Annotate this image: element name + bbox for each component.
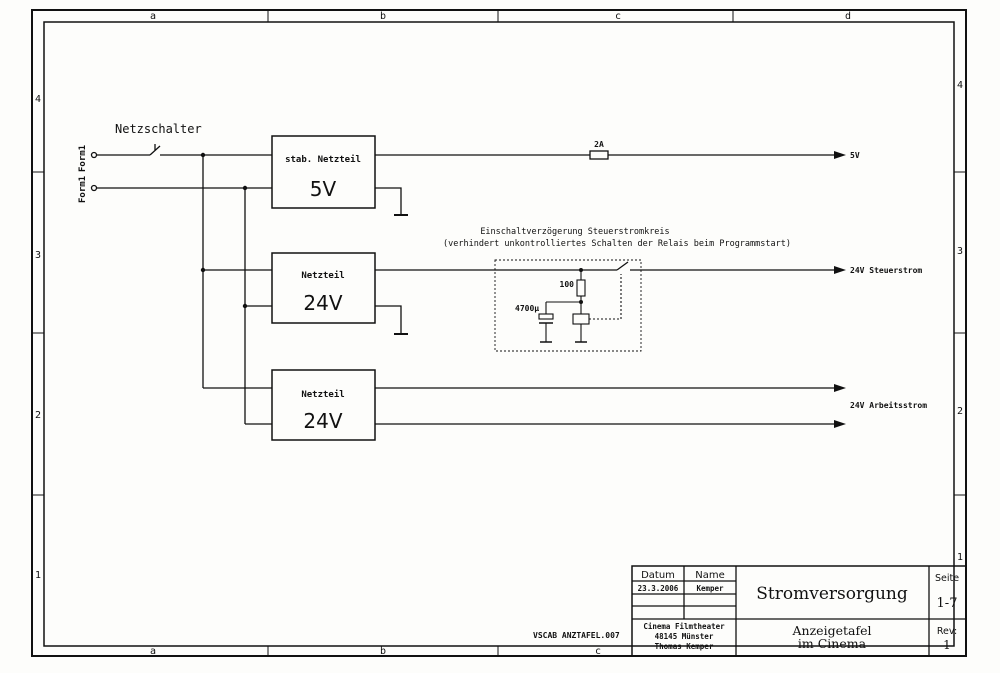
delay-circuit: [494, 259, 642, 352]
power-inputs: [90, 144, 272, 192]
supply-24v-b-voltage: 24V: [303, 409, 342, 433]
row-label-2: 2: [35, 410, 41, 421]
capacitor-symbol: [538, 313, 554, 320]
drawing-ref: VSCAB ANZTAFEL.007: [533, 631, 620, 640]
supply-5v-title: stab. Netzteil: [285, 154, 361, 165]
delay-junction: [579, 268, 583, 272]
distribution-wiring: [202, 155, 272, 425]
row-label-3: 3: [35, 250, 41, 261]
company-line-3: Thomas Kemper: [655, 642, 714, 651]
col-label-d: d: [845, 11, 851, 22]
row-label-2-right: 2: [957, 406, 963, 417]
ground-symbols: [375, 187, 408, 335]
col-label-a-bottom: a: [150, 646, 156, 657]
drawing-title: Stromversorgung: [756, 584, 908, 604]
power-supply-24v-a: Netzteil 24V: [271, 252, 376, 324]
output-wiring: [375, 150, 838, 425]
input-label-1: Form1: [78, 145, 88, 172]
supply-24v-b-title: Netzteil: [301, 389, 344, 400]
supply-24v-a-title: Netzteil: [301, 270, 344, 281]
capacitor-label: 4700µ: [515, 304, 539, 313]
row-label-4-right: 4: [957, 80, 963, 91]
col-label-a: a: [150, 11, 156, 22]
junction-dots: [200, 152, 248, 309]
delay-junction-2: [579, 300, 583, 304]
col-label-b: b: [380, 11, 386, 22]
input-label-2: Form1: [78, 176, 88, 203]
fuse-label: 2A: [594, 140, 604, 149]
row-label-1: 1: [35, 570, 41, 581]
col-label-b-bottom: b: [380, 646, 386, 657]
seite-label: Seite: [935, 573, 959, 584]
output-steuer-label: 24V Steuerstrom: [850, 266, 922, 275]
title-block: [631, 565, 967, 657]
power-supply-24v-b: Netzteil 24V: [271, 369, 376, 441]
power-supply-5v: stab. Netzteil 5V: [271, 135, 376, 209]
row-label-3-right: 3: [957, 246, 963, 257]
col-datum-header: Datum: [641, 570, 675, 581]
project-line-1: Anzeigetafel: [792, 623, 872, 638]
resistor-symbol: [576, 279, 586, 297]
rev-label: Rev:: [937, 626, 957, 637]
delay-title-2: (verhindert unkontrolliertes Schalten de…: [443, 239, 791, 249]
name-value: Kemper: [696, 584, 724, 593]
output-5v-label: 5V: [850, 151, 860, 160]
row-label-1-right: 1: [957, 552, 963, 563]
resistor-label: 100: [560, 280, 575, 289]
switch-contact: [149, 145, 161, 156]
switch-label: Netzschalter: [115, 122, 202, 136]
date-value: 23.3.2006: [638, 584, 679, 593]
rev-value: 1: [943, 638, 951, 652]
output-arbeit-label: 24V Arbeitsstrom: [850, 400, 927, 410]
company-line-2: 48145 Münster: [655, 632, 714, 641]
col-name-header: Name: [695, 570, 725, 581]
project-line-2: im Cinema: [798, 636, 867, 651]
drawing-frame: [31, 9, 967, 657]
company-line-1: Cinema Filmtheater: [643, 622, 725, 631]
relay-contact: [616, 261, 629, 271]
output-arrows: [834, 151, 846, 428]
col-label-c-bottom: c: [595, 646, 601, 657]
row-label-4: 4: [35, 94, 41, 105]
relay-coil: [572, 313, 590, 325]
supply-24v-a-voltage: 24V: [303, 291, 342, 315]
supply-5v-voltage: 5V: [310, 177, 337, 201]
seite-value: 1-7: [937, 596, 958, 611]
col-label-c: c: [615, 11, 621, 22]
fuse-symbol: [589, 150, 609, 160]
delay-title-1: Einschaltverzögerung Steuerstromkreis: [480, 227, 669, 237]
